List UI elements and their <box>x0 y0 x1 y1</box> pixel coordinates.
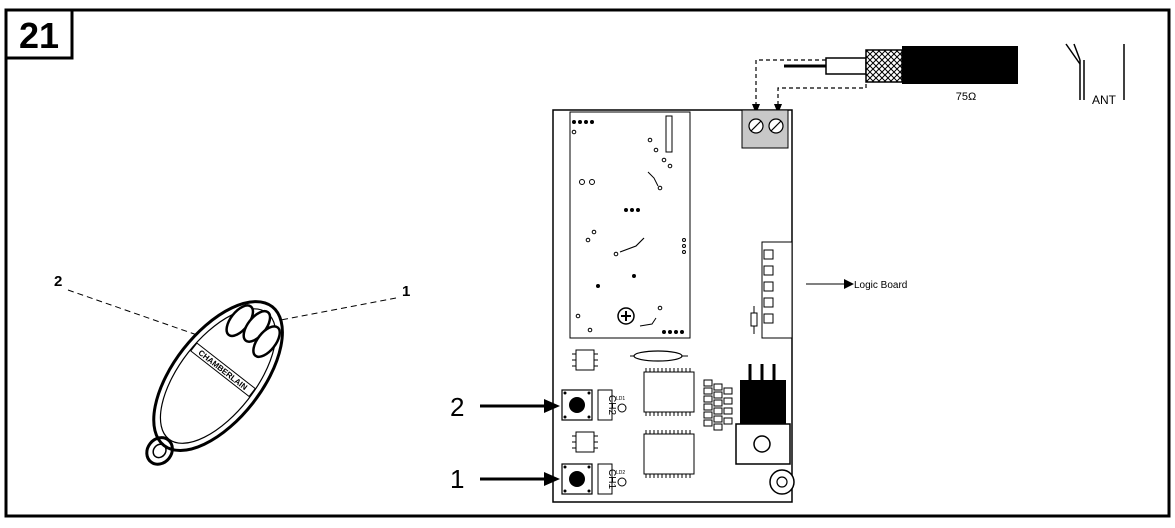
voltage-regulator <box>735 364 791 465</box>
cable-braid <box>865 49 903 83</box>
crystal-oscillator <box>633 350 683 362</box>
ld2-label: LD2 <box>616 470 625 476</box>
remote-label-1: 1 <box>402 283 410 300</box>
key-ring <box>145 436 174 466</box>
remote-body <box>152 300 284 453</box>
remote-label-2: 2 <box>54 273 62 290</box>
antenna-label: ANT <box>1092 93 1117 107</box>
rf-module <box>569 111 691 339</box>
resistor-array <box>703 379 733 431</box>
receiver-board: Logic Board <box>552 109 907 503</box>
ch2-label: CH2 <box>606 395 617 415</box>
small-chip-lower <box>572 431 598 453</box>
ch2-learn-button: CH2 LD1 <box>561 389 627 421</box>
ld1-label: LD1 <box>616 396 625 402</box>
ld2-led <box>617 477 627 487</box>
callout-2-number: 2 <box>450 392 464 422</box>
impedance-label: 75Ω <box>956 91 976 103</box>
cable-core <box>825 57 867 75</box>
ld1-led <box>617 403 627 413</box>
logic-board-label: Logic Board <box>854 280 907 291</box>
antenna-terminal-block <box>741 109 789 149</box>
outer-frame <box>4 8 1171 518</box>
leader-line-1 <box>269 297 397 323</box>
ic-upper <box>643 368 695 416</box>
remote-control: 2 1 CHAMBERLAIN <box>54 273 410 466</box>
small-chip-upper <box>572 349 598 371</box>
cable-jacket <box>902 46 1018 84</box>
ic-lower <box>643 430 695 478</box>
remote-button-1 <box>252 325 281 359</box>
figure-number-box: 21 <box>4 8 74 60</box>
ch1-learn-button: CH1 LD2 <box>561 463 627 495</box>
leader-line-2 <box>67 289 201 337</box>
callout-1: 1 <box>450 464 560 494</box>
callout-2: 2 <box>450 392 560 422</box>
callout-1-number: 1 <box>450 464 464 494</box>
antenna-symbol: ANT <box>1065 43 1125 107</box>
antenna-cable: 75Ω ANT <box>752 43 1125 114</box>
figure-number: 21 <box>19 15 59 56</box>
logic-board-connector <box>750 241 793 339</box>
ch1-label: CH1 <box>606 469 617 489</box>
